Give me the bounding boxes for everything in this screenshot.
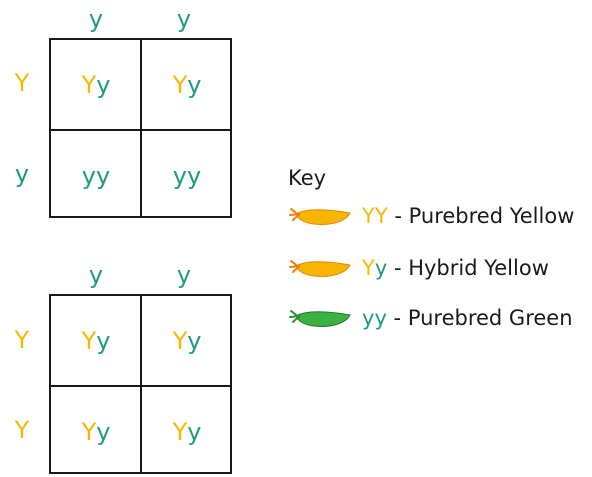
left-allele-2-2: Y [14, 416, 30, 444]
allele-2: y [96, 162, 111, 190]
grid-divider-vertical [140, 296, 142, 472]
allele-1: Y [172, 71, 188, 99]
allele-2: y [187, 71, 202, 99]
top-allele-2-1: y [88, 261, 104, 289]
genotype-allele-2: y [374, 256, 388, 280]
yellow-pea-pod-icon [289, 208, 351, 225]
grid-divider-horizontal [51, 385, 230, 387]
genotype-allele-1: Y [362, 256, 375, 280]
allele-1: y [81, 162, 96, 190]
genotype-allele-2: Y [374, 204, 388, 228]
allele-1: Y [81, 418, 97, 446]
allele-2: y [96, 418, 111, 446]
separator: - [387, 256, 409, 280]
separator: - [387, 204, 409, 228]
allele-2: y [187, 162, 202, 190]
left-allele-1-2: y [14, 160, 30, 188]
allele-2: y [96, 327, 111, 355]
key-item-label: Hybrid Yellow [408, 256, 549, 280]
separator: - [386, 306, 408, 330]
allele-1: Y [81, 327, 97, 355]
allele-1: Y [172, 418, 188, 446]
allele-2: y [187, 327, 202, 355]
genotype-allele-1: Y [362, 204, 375, 228]
left-allele-2-1: Y [14, 326, 30, 354]
allele-1: Y [172, 327, 188, 355]
grid-divider-horizontal [51, 129, 230, 131]
key-item-label: Purebred Green [407, 306, 573, 330]
green-pea-pod-icon [289, 310, 351, 327]
allele-2: y [96, 71, 111, 99]
top-allele-1-1: y [88, 5, 104, 33]
top-allele-2-2: y [176, 261, 192, 289]
allele-2: y [187, 418, 202, 446]
key-title: Key [288, 166, 327, 190]
allele-1: Y [81, 71, 97, 99]
allele-1: y [172, 162, 187, 190]
left-allele-1-1: Y [14, 69, 30, 97]
top-allele-1-2: y [176, 5, 192, 33]
grid-divider-vertical [140, 40, 142, 216]
key-item-label: Purebred Yellow [408, 204, 575, 228]
yellow-pea-pod-icon [289, 260, 351, 277]
genotype-allele-2: y [374, 306, 387, 330]
genotype-allele-1: y [362, 306, 375, 330]
